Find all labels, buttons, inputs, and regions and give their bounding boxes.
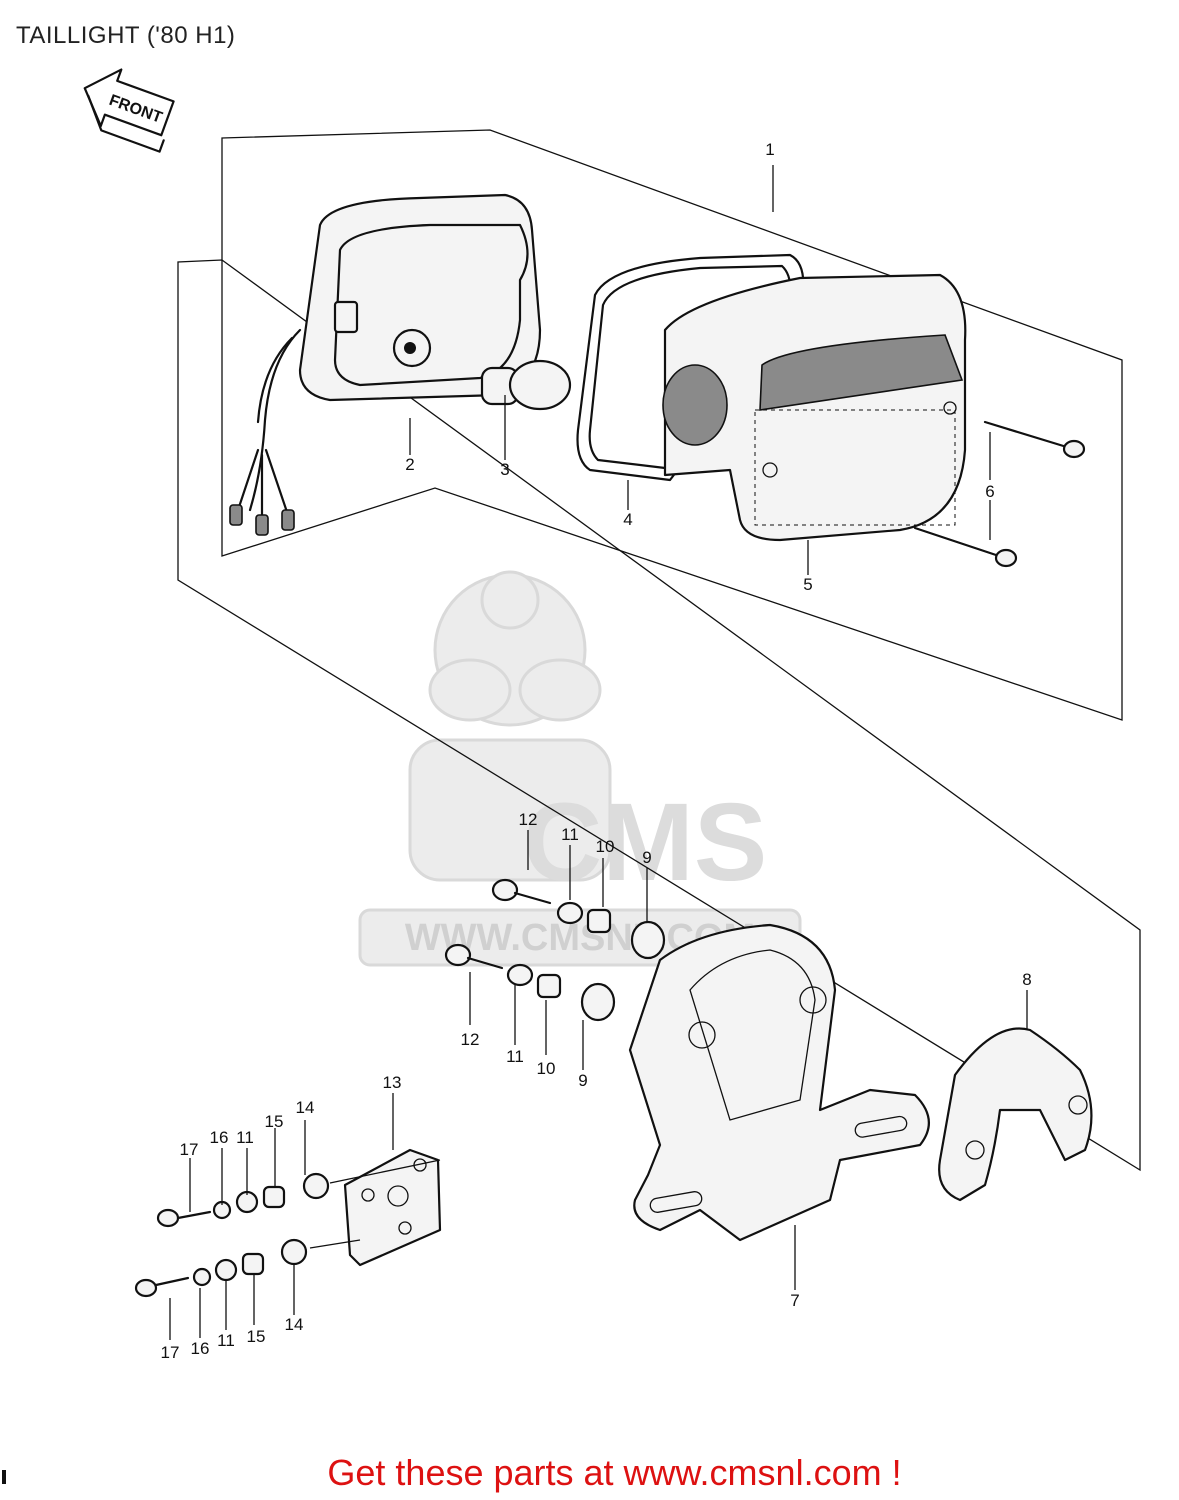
leader-lines xyxy=(169,165,1028,1340)
callout-6: 6 xyxy=(985,482,994,501)
cms-watermark: CMS WWW.CMSNL.COM xyxy=(358,570,802,967)
callout-13: 13 xyxy=(383,1073,402,1092)
lower-fasteners xyxy=(134,1159,441,1298)
callout-10-upper: 10 xyxy=(596,837,615,856)
callout-10-lower: 10 xyxy=(537,1059,556,1078)
get-parts-link[interactable]: Get these parts at www.cmsnl.com ! xyxy=(0,1452,1179,1494)
callout-labels: 1 2 3 4 5 6 7 8 9 9 10 10 11 11 11 11 12… xyxy=(161,140,1032,1362)
part-2-lamp-housing xyxy=(229,193,542,536)
part-3-bulb xyxy=(480,359,572,411)
callout-15-upper: 15 xyxy=(265,1112,284,1131)
callout-16-upper: 16 xyxy=(210,1128,229,1147)
callout-15-lower: 15 xyxy=(247,1327,266,1346)
callout-5: 5 xyxy=(803,575,812,594)
taillight-assembly-frame xyxy=(221,129,1123,721)
part-13-plate xyxy=(343,1148,442,1267)
callout-14-upper: 14 xyxy=(296,1098,315,1117)
part-7-bracket xyxy=(628,923,930,1242)
callout-3: 3 xyxy=(500,460,509,479)
upper-fasteners xyxy=(444,878,666,1022)
callout-7: 7 xyxy=(790,1291,799,1310)
edge-mark xyxy=(2,1470,6,1484)
callout-9-upper: 9 xyxy=(642,848,651,867)
callout-9-lower: 9 xyxy=(578,1071,587,1090)
callout-11-lower-a: 11 xyxy=(236,1128,254,1147)
callout-11-middle: 11 xyxy=(506,1047,524,1066)
callout-1: 1 xyxy=(765,140,774,159)
part-8-stay xyxy=(938,1027,1093,1202)
get-parts-link-text[interactable]: Get these parts at www.cmsnl.com ! xyxy=(327,1452,902,1493)
part-6-screws xyxy=(913,420,1086,568)
callout-2: 2 xyxy=(405,455,414,474)
callout-16-lower: 16 xyxy=(191,1339,210,1358)
callout-12-lower: 12 xyxy=(461,1030,480,1049)
callout-11-lower-b: 11 xyxy=(217,1331,235,1350)
part-5-lens xyxy=(662,273,967,542)
callout-14-lower: 14 xyxy=(285,1315,304,1334)
callout-11-upper: 11 xyxy=(561,825,579,844)
callout-17-lower: 17 xyxy=(161,1343,180,1362)
callout-4: 4 xyxy=(623,510,632,529)
watermark-brand: CMS xyxy=(523,781,767,904)
front-arrow: FRONT xyxy=(83,68,175,153)
page-title: TAILLIGHT ('80 H1) xyxy=(16,22,236,49)
callout-8: 8 xyxy=(1022,970,1031,989)
bracket-group-frame xyxy=(177,259,1141,1172)
callout-17-upper: 17 xyxy=(180,1140,199,1159)
front-label: FRONT xyxy=(107,92,165,127)
callout-12-upper: 12 xyxy=(519,810,538,829)
